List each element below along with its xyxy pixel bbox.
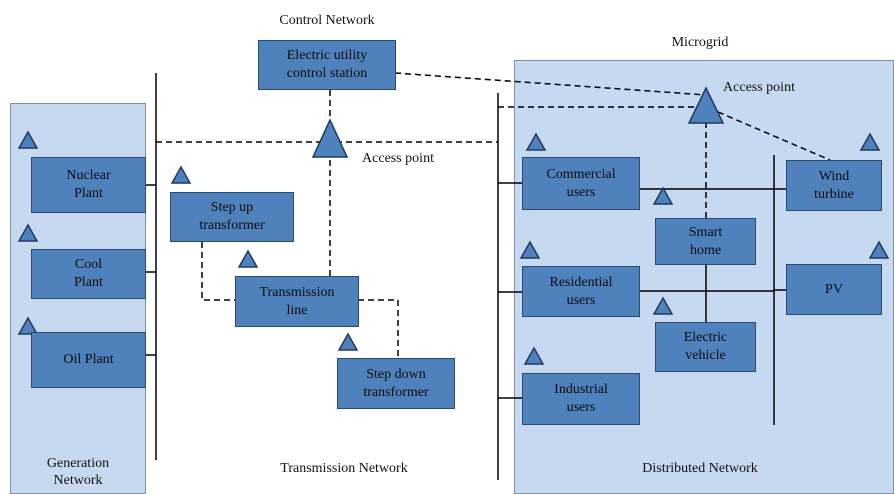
distributed-network-label: Distributed Network	[642, 461, 758, 476]
commercial-marker-icon	[525, 132, 547, 151]
nuclear-marker-icon	[17, 130, 39, 149]
cool-marker-icon	[17, 223, 39, 242]
step-down-marker-icon	[337, 332, 359, 351]
bus-lines	[146, 73, 786, 480]
wind-marker-icon	[859, 132, 881, 151]
vehicle-marker-icon	[652, 296, 674, 315]
electric-vehicle-node[interactable]: Electric vehicle	[655, 322, 756, 372]
smart-home-node[interactable]: Smart home	[655, 218, 756, 265]
pv-node[interactable]: PV	[786, 264, 882, 315]
step-up-marker-icon	[170, 165, 192, 184]
smart-home-marker-icon	[652, 186, 674, 205]
station-ap2-link	[394, 72, 707, 96]
access-point-center-icon	[311, 118, 349, 158]
commercial-users-node[interactable]: Commercial users	[522, 157, 640, 210]
transmission-marker-icon	[237, 249, 259, 268]
pv-marker-icon	[868, 240, 890, 259]
control-station-node[interactable]: Electric utility control station	[258, 40, 396, 90]
wind-turbine-node[interactable]: Wind turbine	[786, 160, 882, 211]
access-point-center-label: Access point	[362, 151, 434, 166]
ap2-wind-link	[717, 111, 831, 161]
generation-network-label: Generation Network	[46, 456, 110, 488]
industrial-users-node[interactable]: Industrial users	[522, 373, 640, 425]
cool-plant-node[interactable]: Cool Plant	[31, 249, 146, 299]
access-point-top-icon	[687, 86, 725, 124]
residential-marker-icon	[519, 240, 541, 259]
residential-users-node[interactable]: Residential users	[522, 266, 640, 317]
step-up-transformer-node[interactable]: Step up transformer	[170, 192, 294, 242]
step-down-transformer-node[interactable]: Step down transformer	[337, 358, 455, 409]
access-point-top-label: Access point	[723, 80, 795, 95]
nuclear-plant-node[interactable]: Nuclear Plant	[31, 157, 146, 213]
control-network-label: Control Network	[279, 13, 375, 28]
step-up-link	[201, 242, 236, 301]
oil-plant-node[interactable]: Oil Plant	[31, 332, 146, 388]
step-down-link	[358, 299, 399, 358]
oil-marker-icon	[17, 316, 39, 335]
microgrid-label: Microgrid	[671, 35, 729, 50]
industrial-marker-icon	[523, 346, 545, 365]
transmission-network-label: Transmission Network	[280, 461, 408, 476]
transmission-line-node[interactable]: Transmission line	[235, 276, 359, 327]
